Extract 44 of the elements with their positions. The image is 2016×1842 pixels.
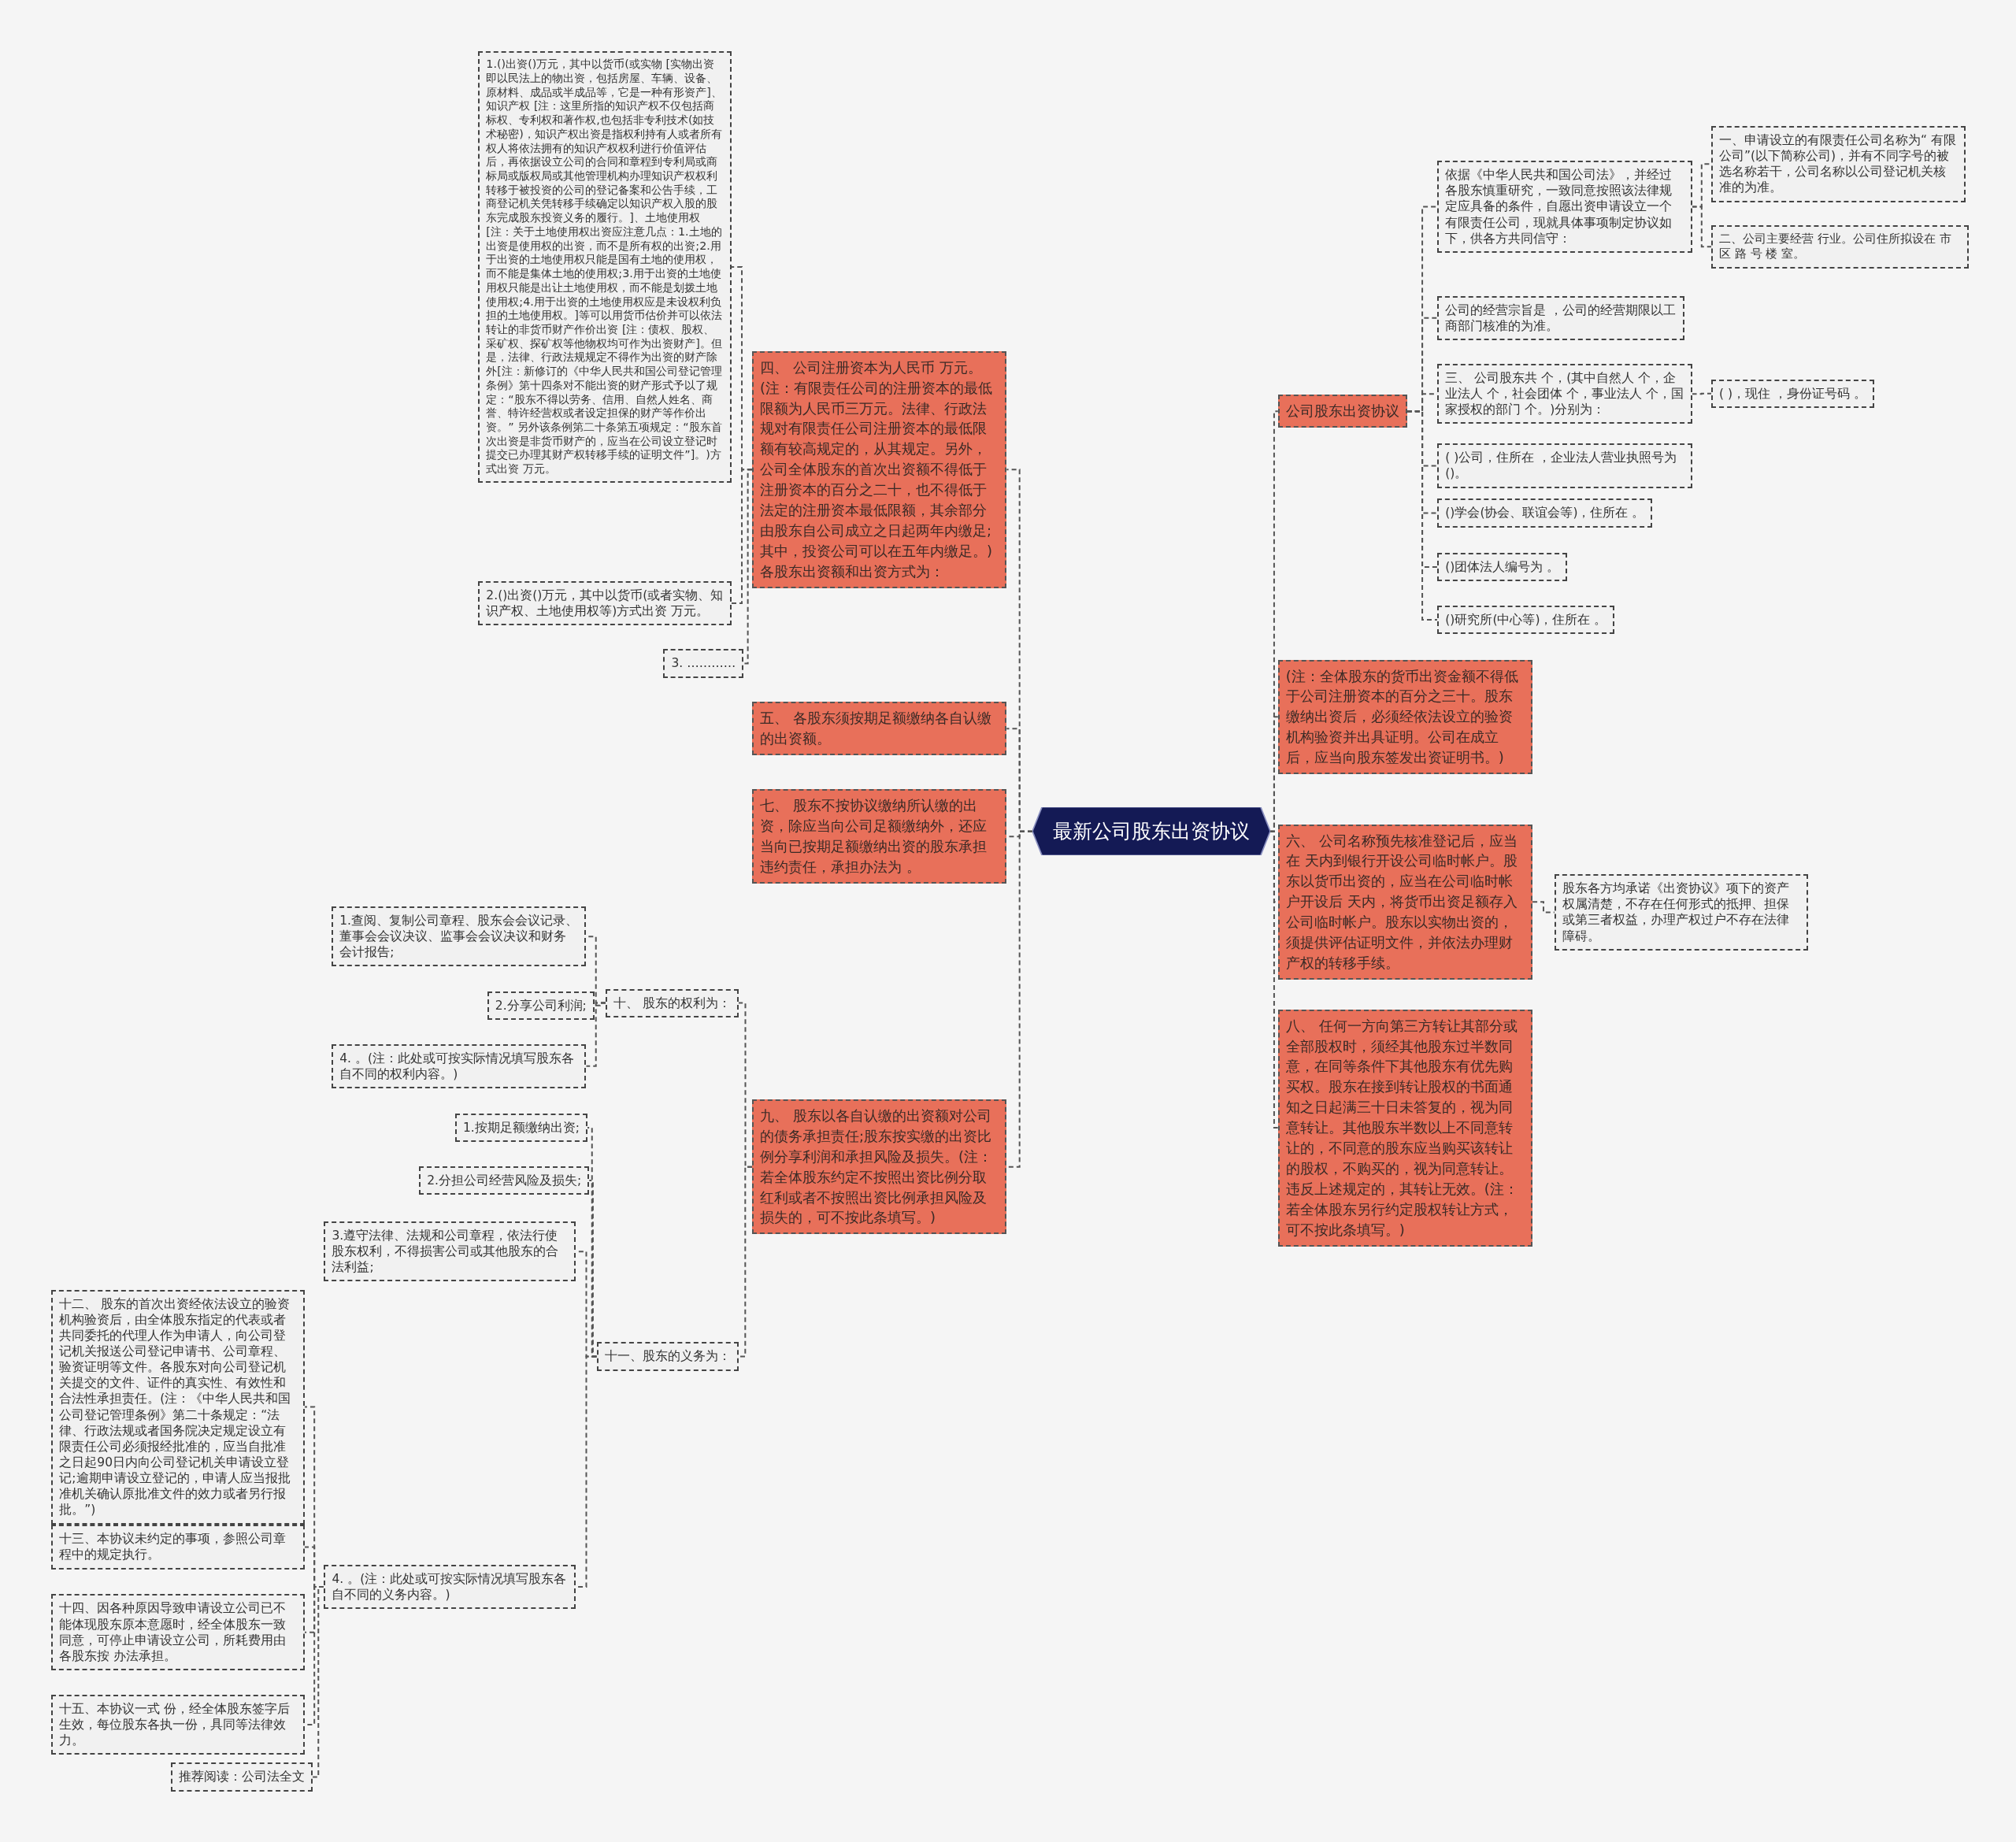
connector-line xyxy=(1691,206,1713,248)
note-box: 推荐阅读：公司法全文 xyxy=(171,1762,313,1792)
note-box: 十、 股东的权利为： xyxy=(605,988,739,1017)
note-box: 4. 。(注：此处或可按实际情况填写股东各自不同的权利内容。) xyxy=(332,1043,587,1088)
connector-line xyxy=(1406,410,1439,621)
connector-line xyxy=(743,469,754,665)
note-box: 十五、本协议一式 份，经全体股东签字后生效，每位股东各执一份，具同等法律效力。 xyxy=(51,1694,305,1755)
topic-box: 四、 公司注册资本为人民币 万元。(注：有限责任公司的注册资本的最低限额为人民币三万元。法律、行政法规对有限责任公司注册资本的最低限额有较高规定的，从其规定。另外，公司全体股东的首次出资额不得低于注册资本的百分之二十，也不得低于法定的注册资本最低限额，其余部分由股东自公司成立之日起两年内缴足;其中，投资公司可以在五年内缴足。)各股东出资额和出资方式为： xyxy=(752,350,1007,588)
note-box: 十四、因各种原因导致申请设立公司已不能体现股东原本意愿时，经全体股东一致同意，可停止申请设立公司，所耗费用由各股东按 办法承担。 xyxy=(51,1594,305,1671)
note-box: 十二、 股东的首次出资经依法设立的验资机构验资后，由全体股东指定的代表或者共同委托的代理人作为申请人，向公司登记机关报送公司登记申请书、公司章程、验资证明等文件。各股东对向公司登记机关提交的文件、证件的真实性、有效性和合法性承担责任。(注：《中华人民共和国公司登记管理条例》第二十条规定：“法律、行政法规或者国务院决定规定设立有限责任公司必须报经批准的，应当自批准之日起90日内向公司登记机关申请设立登记;逾期申请设立登记的，申请人应当报批准机关确认原批准文件的效力或者另行报批。”) xyxy=(51,1289,305,1525)
note-box: ()研究所(中心等)，住所在 。 xyxy=(1437,605,1615,635)
connector-line xyxy=(1269,830,1279,1129)
topic-box: 七、 股东不按协议缴纳所认缴的出资，除应当向公司足额缴纳外，还应当向已按期足额缴纳出资的股东承担违约责任，承担办法为 。 xyxy=(752,789,1007,884)
topic-box: 五、 各股东须按期足额缴纳各自认缴的出资额。 xyxy=(752,702,1007,756)
note-box: 2.分担公司经营风险及损失; xyxy=(419,1166,590,1195)
note-box: 十三、本协议未约定的事项，参照公司章程中的规定执行。 xyxy=(51,1525,305,1570)
note-box: 二、公司主要经营 行业。公司住所拟设在 市区 路 号 楼 室。 xyxy=(1711,224,1969,269)
note-box: 公司的经营宗旨是 ，公司的经营期限以工商部门核准的为准。 xyxy=(1437,295,1684,340)
note-box: 2.分享公司利润; xyxy=(487,991,595,1020)
connector-line xyxy=(1691,392,1713,395)
central-topic: 最新公司股东出资协议 xyxy=(1032,807,1270,856)
topic-box: (注：全体股东的货币出资金额不得低于公司注册资本的百分之三十。股东缴纳出资后，必须经依法设立的验资机构验资并出具证明。公司在成立后，应当向股东签发出资证明书。) xyxy=(1277,659,1533,775)
note-box: 1.()出资()万元，其中以货币(或实物 [实物出资即以民法上的物出资，包括房屋、车辆、设备、原材料、成品或半成品等，它是一种有形资产]、知识产权 [注：这里所指的知识产权不仅包括商标权、专利权和著作权,也包括非专利技术(如技术秘密)，知识产权出资是指权利持有人或者所有权人将依法拥有的知识产权权利进行价值评估后，再依据设立公司的合同和章程到专利局或商标局或版权局或其他管理机构办理知识产权权利转移于被投资的公司的登记备案和公告手续，工商登记机关凭转移手续确定以知识产权入股的股东完成股东投资义务的履行。]、土地使用权 [注：关于土地使用权出资应注意几点：1.土地的出资是使用权的出资，而不是所有权的出资;2.用于出资的土地使用权只能是国有土地的使用权，而不能是集体土地的使用权;3.用于出资的土地使用权只能是出让土地使用权，而不能是划拨土地使用权;4.用于出资的土地使用权应是未设权利负担的土地使用权。]等可以用货币估价并可以依法转让的非货币财产作价出资 [注：债权、股权、采矿权、探矿权等他物权均可作为出资财产]。但是，法律、行政法规规定不得作为出资的财产除外[注：新修订的《中华人民共和国公司登记管理条例》第十四条对不能出资的财产形式予以了规定：“股东不得以劳务、信用、自然人姓名、商誉、特许经营权或者设定担保的财产等作价出资。” 另外该条例第二十条第五项规定：“股东首次出资是非货币财产的，应当在公司设立登记时提交已办理其财产权转移手续的证明文件”]。)方式出资 万元。 xyxy=(478,51,732,483)
note-box: 3. ………… xyxy=(663,649,744,678)
note-box: 1.按期足额缴纳出资; xyxy=(454,1113,587,1142)
topic-box: 九、 股东以各自认缴的出资额对公司的债务承担责任;股东按实缴的出资比例分享利润和承担风险及损失。(注：若全体股东约定不按照出资比例分取红利或者不按照出资比例承担风险及损失的，可不按此条填写。) xyxy=(752,1099,1007,1235)
note-box: ( )，现住 ，身份证号码 。 xyxy=(1711,379,1874,408)
topic-box: 六、 公司名称预先核准登记后，应当在 天内到银行开设公司临时帐户。股东以货币出资的，应当在公司临时帐户开设后 天内，将货币出资足额存入公司临时帐户。股东以实物出资的，须提供评估证明文件，并依法办理财产权的转移手续。 xyxy=(1277,824,1533,980)
note-box: 一、申请设立的有限责任公司名称为“ 有限公司”(以下简称公司)，并有不同字号的被选名称若干，公司名称以公司登记机关核准的为准。 xyxy=(1711,126,1966,202)
note-box: 2.()出资()万元，其中以货币(或者实物、知识产权、土地使用权等)方式出资 万元。 xyxy=(478,580,732,626)
note-box: 3.遵守法律、法规和公司章程，依法行使股东权利，不得损害公司或其他股东的合法利益; xyxy=(324,1221,576,1282)
note-box: 1.查阅、复制公司章程、股东会会议记录、董事会会议决议、监事会会议决议和财务会计报告; xyxy=(332,906,587,967)
note-box: 依据《中华人民共和国公司法》，并经过各股东慎重研究，一致同意按照该法律规定应具备的条件，自愿出资申请设立一个有限责任公司，现就具体事项制定协议如下，供各方共同信守： xyxy=(1437,161,1692,253)
connector-line xyxy=(585,1002,606,1067)
note-box: 4. 。(注：此处或可按实际情况填写股东各自不同的义务内容。) xyxy=(324,1564,576,1610)
note-box: 三、 公司股东共 个，(其中自然人 个，企业法人 个，社会团体 个，事业法人 个，国家授权的部门 个。)分别为： xyxy=(1437,364,1692,424)
note-box: ()团体法人编号为 。 xyxy=(1437,553,1568,582)
note-box: ()学会(协会、联谊会等)，住所在 。 xyxy=(1437,498,1653,528)
topic-box: 公司股东出资协议 xyxy=(1277,395,1407,428)
connector-line xyxy=(312,1586,325,1778)
note-box: ( )公司，住所在 ，企业法人营业执照号为()。 xyxy=(1437,443,1692,488)
topic-box: 八、 任何一方向第三方转让其部分或全部股权时，须经其他股东过半数同意，在同等条件下其他股东有优先购买权。股东在接到转让股权的书面通知之日起满三十日未答复的，视为同意转让。其他股东半数以上不同意转让的，不同意的股东应当购买该转让的股权，不购买的，视为同意转让。违反上述规定的，其转让无效。(注：若全体股东另行约定股权转让方式，可不按此条填写。) xyxy=(1277,1009,1533,1247)
note-box: 股东各方均承诺《出资协议》项下的资产权属清楚，不存在任何形式的抵押、担保或第三者权益，办理产权过户不存在法律障碍。 xyxy=(1554,874,1808,951)
note-box: 十一、股东的义务为： xyxy=(596,1342,739,1371)
